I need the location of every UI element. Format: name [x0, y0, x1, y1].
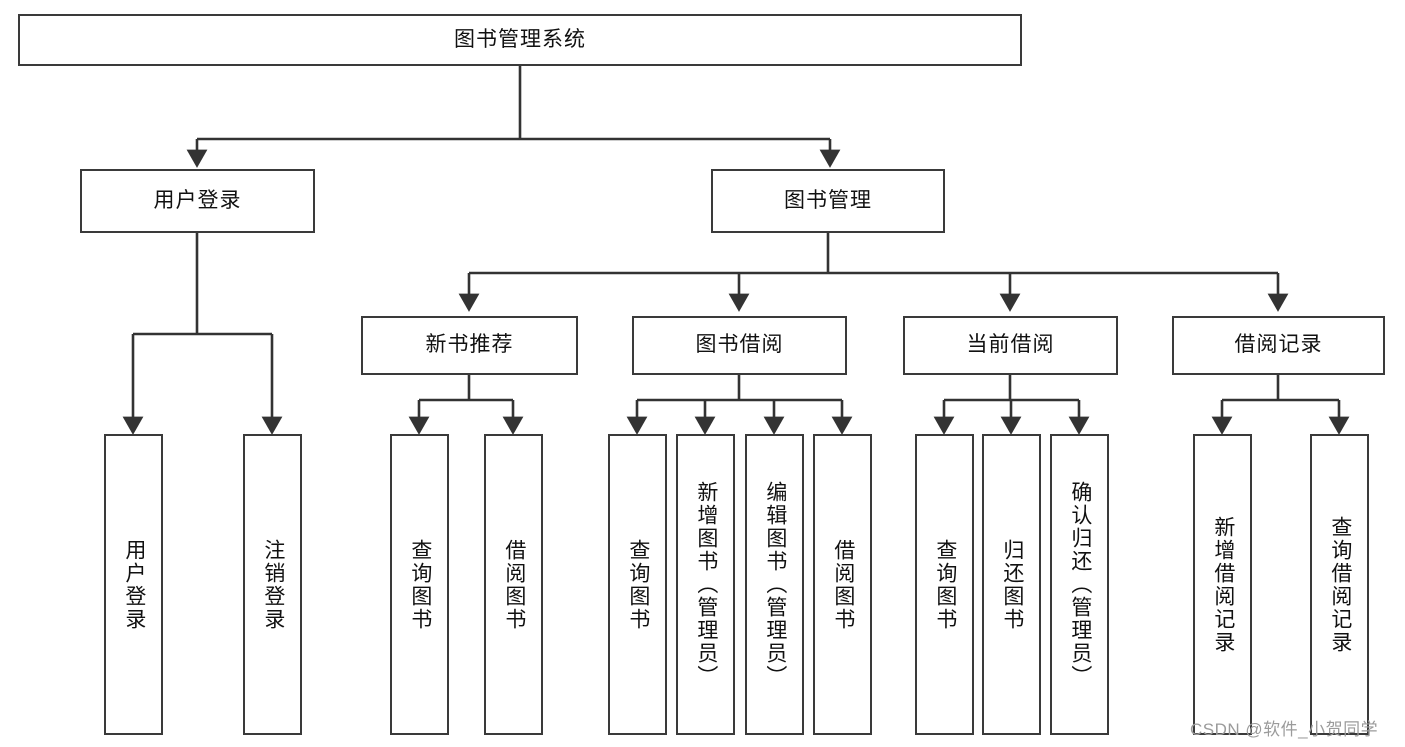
leaf-borrow-borrow-book[interactable]: 借阅图书 [813, 434, 872, 735]
leaf-user-login-logout[interactable]: 注销登录 [243, 434, 302, 735]
node-label: 查询借阅记录 [1328, 515, 1352, 654]
node-label: 编辑图书（管理员） [763, 481, 787, 688]
node-label: 新书推荐 [425, 333, 514, 357]
node-label: 用户登录 [153, 188, 242, 212]
node-label: 图书管理 [784, 188, 872, 212]
node-label: 查询图书 [626, 538, 650, 631]
node-book-borrow[interactable]: 图书借阅 [632, 316, 847, 375]
node-label: 查询图书 [933, 538, 957, 631]
node-borrow-record[interactable]: 借阅记录 [1172, 316, 1385, 375]
leaf-user-login-login[interactable]: 用户登录 [104, 434, 163, 735]
node-label: 图书借阅 [695, 333, 784, 357]
node-book-management[interactable]: 图书管理 [711, 169, 945, 233]
leaf-borrow-add-book-admin[interactable]: 新增图书（管理员） [676, 434, 735, 735]
node-current-borrow[interactable]: 当前借阅 [903, 316, 1118, 375]
node-label: 新增借阅记录 [1211, 515, 1235, 654]
leaf-current-confirm-return-admin[interactable]: 确认归还（管理员） [1050, 434, 1109, 735]
csdn-watermark: CSDN @软件_小贺同学 [1190, 720, 1379, 739]
node-label: 确认归还（管理员） [1068, 481, 1092, 688]
node-user-login[interactable]: 用户登录 [80, 169, 315, 233]
node-label: 用户登录 [122, 538, 146, 631]
node-label: 借阅图书 [831, 538, 855, 631]
node-label: 归还图书 [1000, 538, 1024, 631]
node-label: 借阅图书 [502, 538, 526, 631]
leaf-borrow-query-book[interactable]: 查询图书 [608, 434, 667, 735]
node-label: 借阅记录 [1234, 333, 1323, 357]
leaf-record-query-record[interactable]: 查询借阅记录 [1310, 434, 1369, 735]
leaf-current-query-book[interactable]: 查询图书 [915, 434, 974, 735]
node-root-book-management-system[interactable]: 图书管理系统 [18, 14, 1022, 66]
node-label: 图书管理系统 [454, 27, 586, 51]
leaf-record-add-record[interactable]: 新增借阅记录 [1193, 434, 1252, 735]
leaf-recommend-query-book[interactable]: 查询图书 [390, 434, 449, 735]
node-label: 查询图书 [408, 538, 432, 631]
leaf-recommend-borrow-book[interactable]: 借阅图书 [484, 434, 543, 735]
node-label: 注销登录 [261, 538, 285, 631]
node-label: 当前借阅 [966, 333, 1055, 357]
leaf-borrow-edit-book-admin[interactable]: 编辑图书（管理员） [745, 434, 804, 735]
node-label: 新增图书（管理员） [694, 481, 718, 688]
node-new-book-recommend[interactable]: 新书推荐 [361, 316, 578, 375]
leaf-current-return-book[interactable]: 归还图书 [982, 434, 1041, 735]
